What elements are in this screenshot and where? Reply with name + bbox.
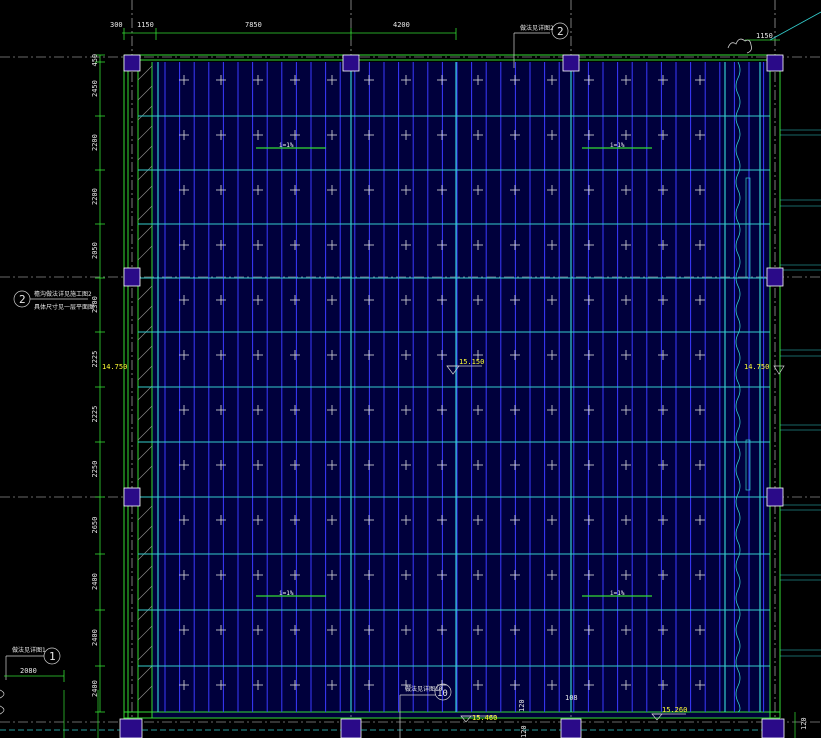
left-dim-text: 2400 xyxy=(91,629,99,646)
column xyxy=(766,54,784,72)
left-dim-text: 2200 xyxy=(91,134,99,151)
right-exterior-lines xyxy=(780,129,821,657)
bottom-dim-1: 120 xyxy=(518,699,526,712)
slope-label: i=1% xyxy=(610,590,625,597)
bottom-green-lines xyxy=(63,690,796,738)
left-dim-text: 2250 xyxy=(91,461,99,478)
left-dim-text: 2400 xyxy=(91,573,99,590)
grid-cross-marks xyxy=(179,75,705,690)
column xyxy=(766,487,784,507)
top-dim-4200: 4200 xyxy=(393,21,410,29)
left-dim-text: 2225 xyxy=(91,351,99,368)
roof-slab xyxy=(152,62,770,718)
top-dim-7850: 7850 xyxy=(245,21,262,29)
left-callout-text-2: 具体尺寸见一层平面图 xyxy=(34,303,94,311)
column xyxy=(123,487,141,507)
slope-label: i=1% xyxy=(279,142,294,149)
column xyxy=(119,718,143,738)
top-callout-text: 做法见详图2 xyxy=(520,24,554,32)
bottom-dim-3: 120 xyxy=(520,725,528,738)
slope-arrows xyxy=(256,147,652,597)
column xyxy=(342,54,360,72)
axis-bubble xyxy=(551,22,569,40)
column xyxy=(761,718,785,738)
left-callout xyxy=(13,290,88,308)
bottom-mid-bubble-number: 10 xyxy=(437,689,448,699)
top-bubble-number: 2 xyxy=(557,25,564,38)
left-dim-text: 2450 xyxy=(91,80,99,97)
axis-bubble xyxy=(434,683,452,701)
bottom-dim-4: 120 xyxy=(800,717,808,730)
top-callout xyxy=(513,22,569,68)
revision-cloud xyxy=(727,38,752,54)
wall-outline xyxy=(123,54,781,720)
elevation-bottom-right: 15.260 xyxy=(662,706,687,714)
column xyxy=(560,718,582,738)
bottom-mid-callout xyxy=(399,683,452,738)
slope-label: i=1% xyxy=(279,590,294,597)
left-callout-text-1: 檐沟做法详见施工图2 xyxy=(34,290,92,298)
column xyxy=(123,54,141,72)
right-drain-slot-1 xyxy=(745,177,751,279)
beam-lines xyxy=(138,115,770,667)
top-dimension-line xyxy=(122,28,457,40)
axis-bubble xyxy=(43,647,61,665)
bottom-left-dimension xyxy=(4,670,65,682)
bottom-left-wave xyxy=(0,689,5,722)
top-dim-300: 300 xyxy=(110,21,123,29)
bottom-left-callout-text: 做法见详图1 xyxy=(12,646,46,654)
elevation-bottom-mid: 15.460 xyxy=(472,714,497,722)
left-dimension-texts: 450 2450 2200 2200 2050 2300 2225 2225 2250 2650 2… xyxy=(91,54,105,713)
left-bubble-number: 2 xyxy=(19,293,26,306)
bottom-left-bubble-number: 1 xyxy=(49,650,56,663)
right-drain-slot-2 xyxy=(745,439,751,491)
left-dim-text: 2200 xyxy=(91,188,99,205)
elevation-right: 14.750 xyxy=(744,363,769,371)
column xyxy=(123,267,141,287)
elevation-left: 14.750 xyxy=(102,363,127,371)
left-dim-text: 450 xyxy=(91,54,99,67)
slope-label: i=1% xyxy=(610,142,625,149)
column xyxy=(340,718,362,738)
columns xyxy=(119,54,785,738)
left-dim-text: 2050 xyxy=(91,242,99,259)
column xyxy=(562,54,580,72)
main-girders xyxy=(157,62,761,712)
right-gutter-wave xyxy=(735,61,741,713)
left-dim-text: 2400 xyxy=(91,680,99,697)
elevation-center: 15.150 xyxy=(459,358,484,366)
left-dim-text: 2225 xyxy=(91,406,99,423)
left-dim-text: 2650 xyxy=(91,517,99,534)
top-right-dim: 1150 xyxy=(756,32,773,40)
column xyxy=(766,267,784,287)
top-dim-1150: 1150 xyxy=(137,21,154,29)
bottom-mid-callout-text: 做法见详图10 xyxy=(405,685,443,693)
left-dim-text: 2300 xyxy=(91,296,99,313)
elevation-markers xyxy=(446,365,785,723)
bottom-dim-2: 108 xyxy=(565,694,578,702)
leader-line xyxy=(769,11,821,41)
left-gutter-hatch xyxy=(137,65,153,701)
bottom-left-dim: 2080 xyxy=(20,667,37,675)
